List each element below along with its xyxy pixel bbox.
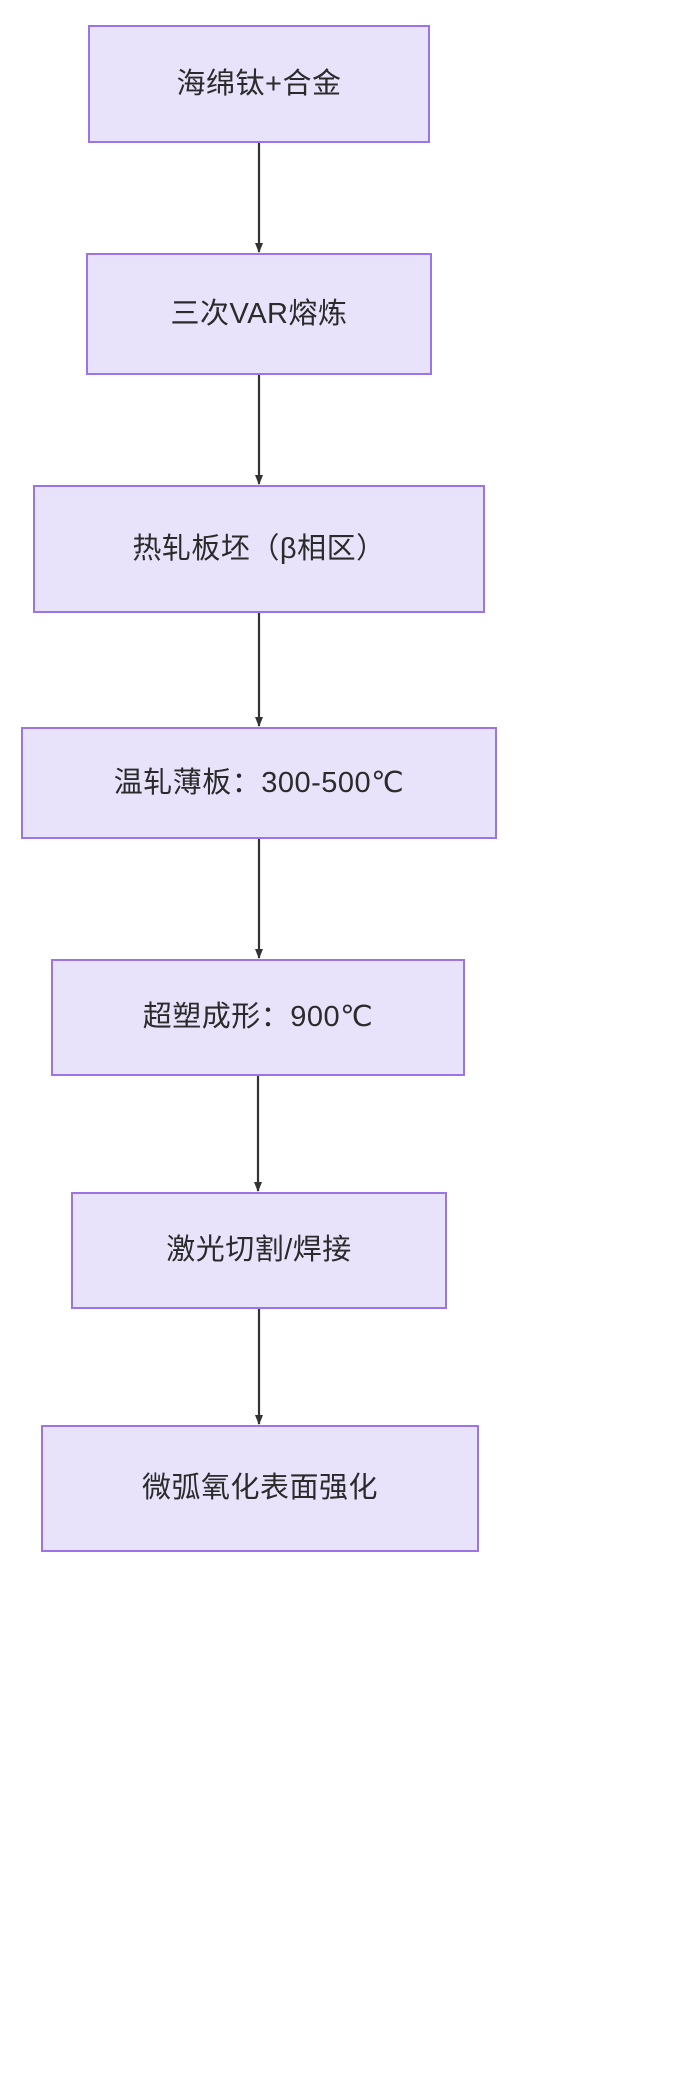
flowchart-node[interactable]: 微弧氧化表面强化 — [41, 1425, 479, 1552]
flowchart-node-label: 温轧薄板：300-500℃ — [113, 766, 405, 799]
flowchart-node-label: 微弧氧化表面强化 — [141, 1472, 378, 1505]
flowchart-node-label: 三次VAR熔炼 — [170, 297, 348, 330]
flowchart-node[interactable]: 热轧板坯（β相区） — [33, 485, 485, 613]
flowchart-node[interactable]: 三次VAR熔炼 — [86, 253, 432, 375]
flowchart-node[interactable]: 超塑成形：900℃ — [51, 959, 465, 1076]
flowchart-node-label: 激光切割/焊接 — [166, 1234, 352, 1267]
flowchart-node-label: 热轧板坯（β相区） — [132, 532, 386, 565]
flowchart-node-label: 海绵钛+合金 — [176, 67, 342, 100]
flowchart-node-label: 超塑成形：900℃ — [142, 1001, 374, 1034]
flowchart-node[interactable]: 海绵钛+合金 — [88, 25, 430, 143]
flowchart-node[interactable]: 温轧薄板：300-500℃ — [21, 727, 497, 839]
flowchart-node[interactable]: 激光切割/焊接 — [71, 1192, 447, 1309]
